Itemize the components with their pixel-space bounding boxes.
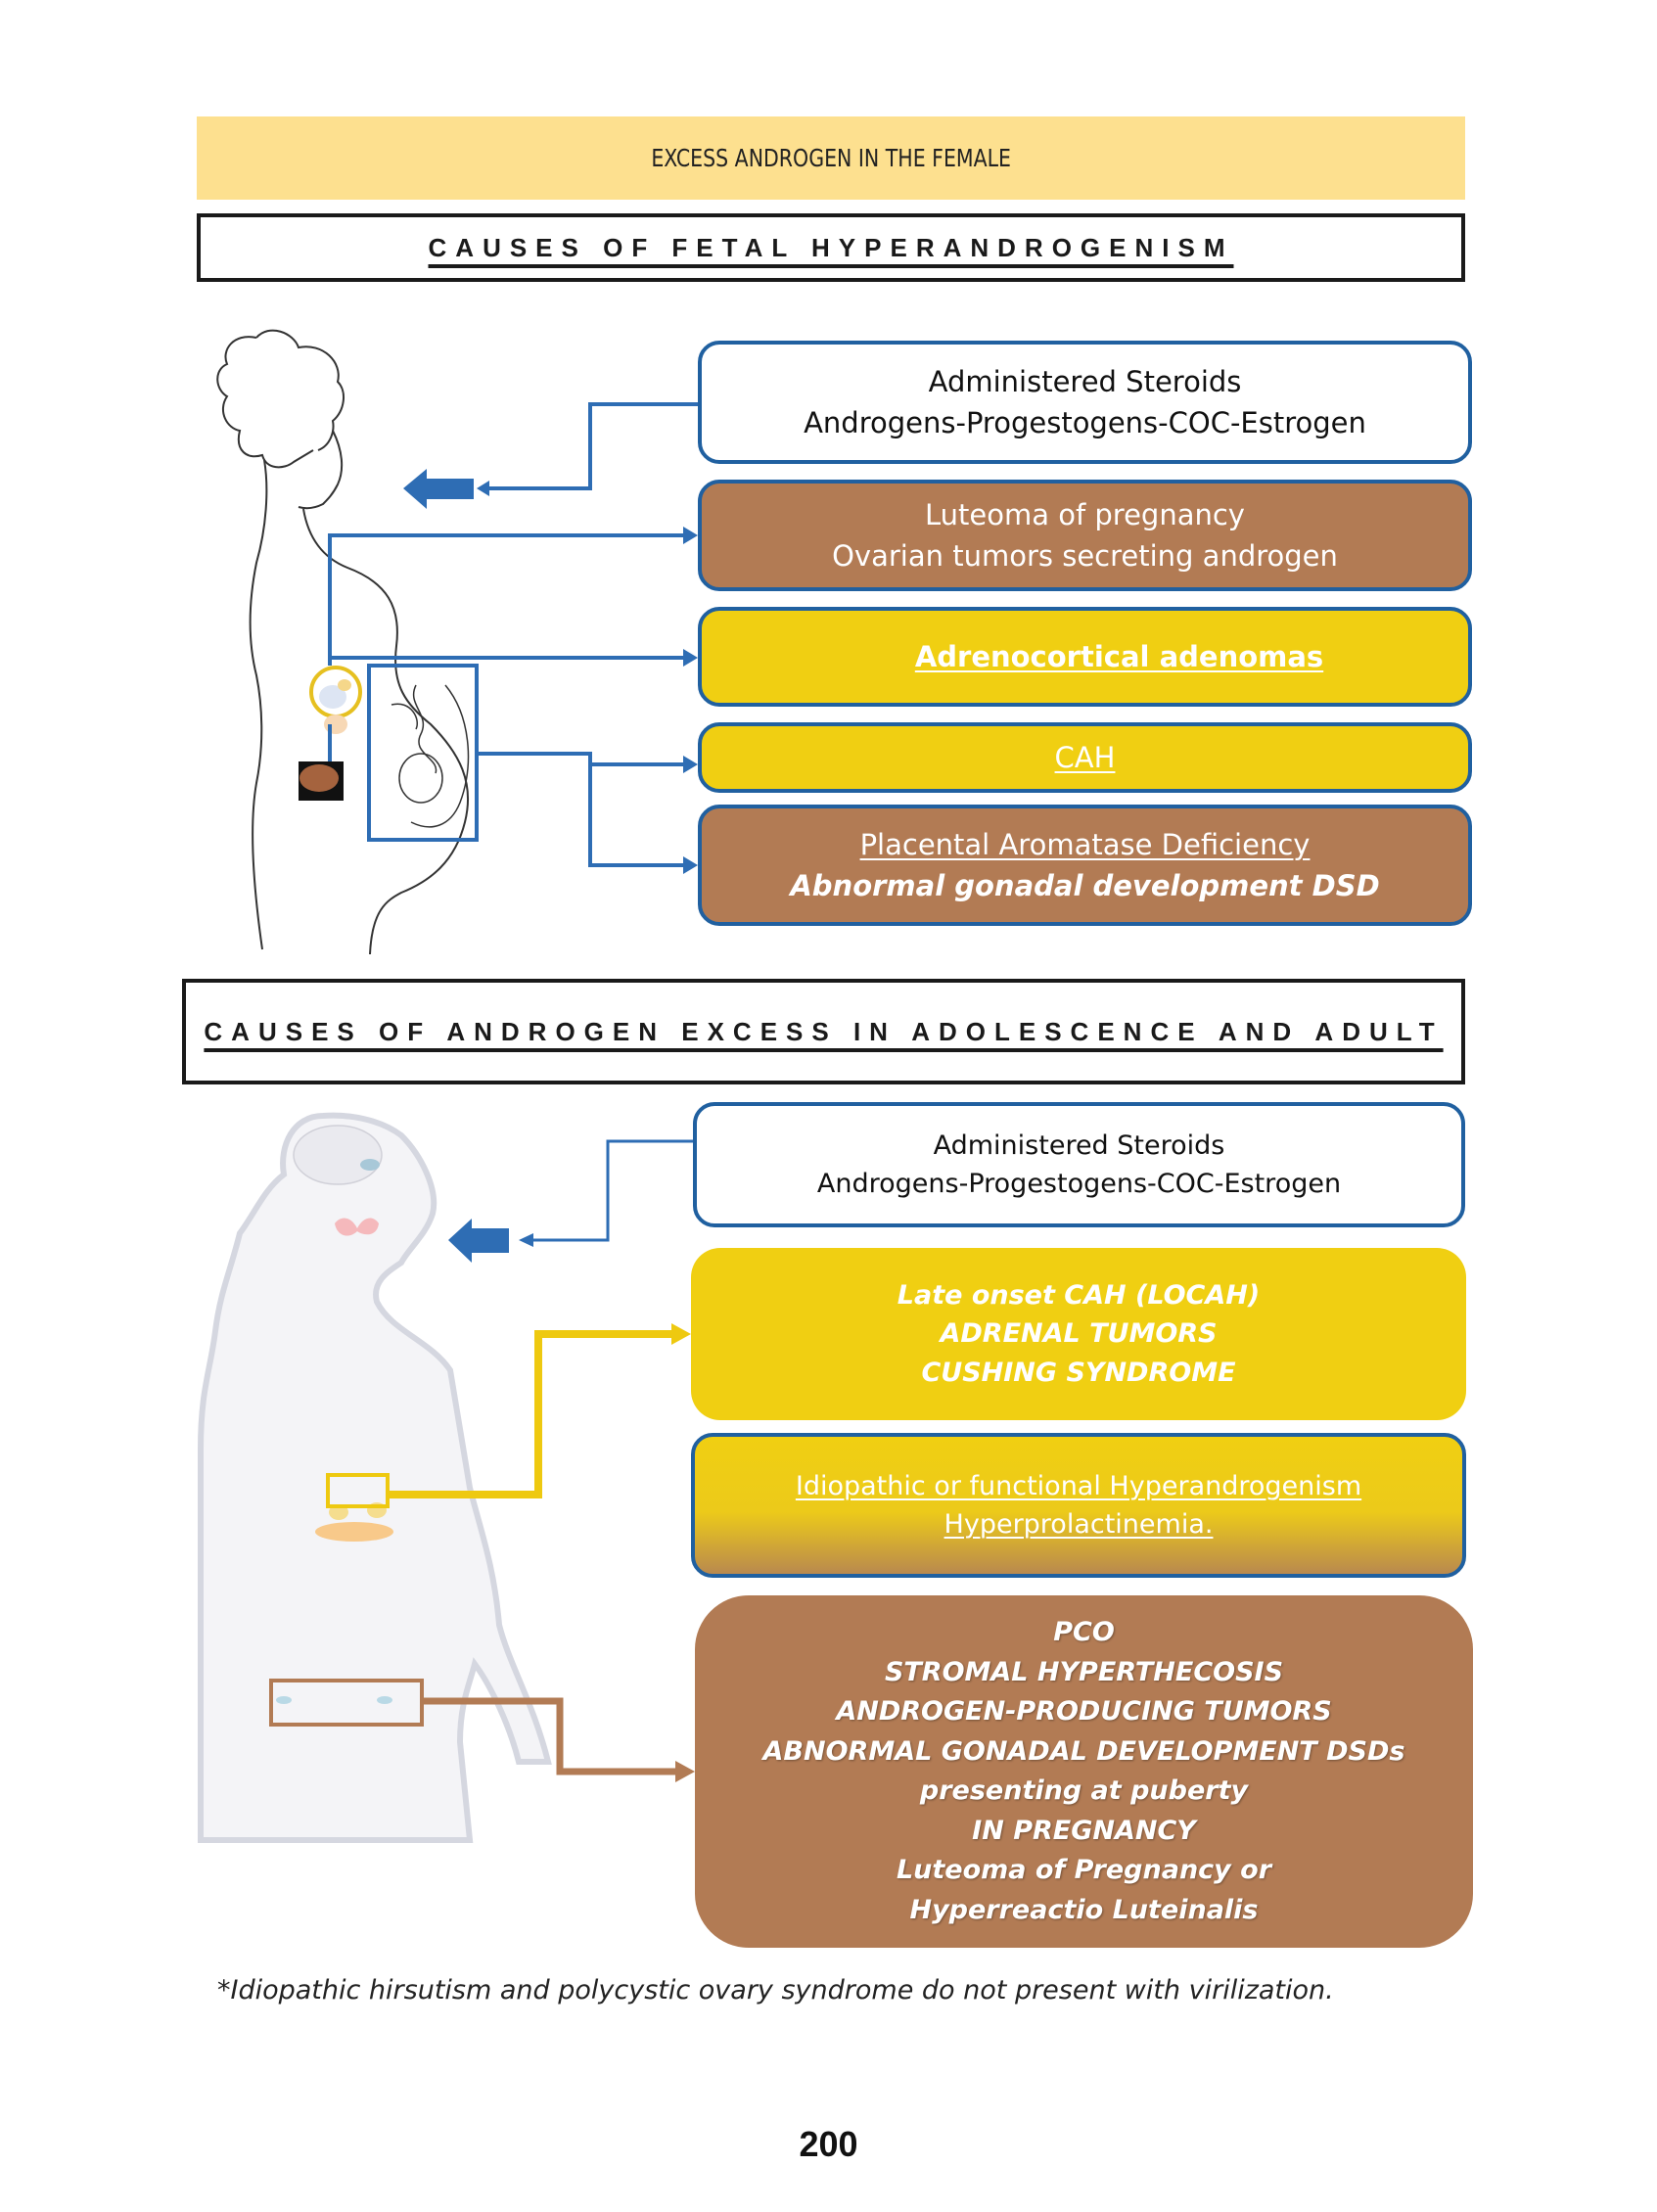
fetal-box-5-line-2: Abnormal gonadal development DSD: [790, 869, 1380, 902]
fetal-box-1-line-2: Androgens-Progestogens-COC-Estrogen: [804, 406, 1366, 439]
fetal-box-1-line-1: Administered Steroids: [928, 364, 1242, 398]
fetal-box-2-line-2: Ovarian tumors secreting androgen: [832, 539, 1338, 573]
adult-box-4-line-3: ANDROGEN-PRODUCING TUMORS: [836, 1696, 1332, 1727]
page-number: 200: [799, 2124, 858, 2164]
adult-box-4-line-6: IN PREGNANCY: [972, 1815, 1196, 1846]
adult-box-2-line-3: CUSHING SYNDROME: [921, 1357, 1236, 1388]
fetal-box-3-line-1: Adrenocortical adenomas: [914, 639, 1324, 673]
banner-title: EXCESS ANDROGEN IN THE FEMALE: [651, 144, 1011, 172]
adult-box-3-line-2: Hyperprolactinemia.: [944, 1509, 1214, 1540]
adult-box-ovarian-causes: PCO STROMAL HYPERTHECOSIS ANDROGEN-PRODU…: [695, 1595, 1473, 1948]
uterus-highlight-box: [367, 664, 479, 842]
fetal-box-placental-aromatase: Placental Aromatase Deficiency Abnormal …: [698, 805, 1472, 926]
fetus-icon: [391, 684, 470, 828]
adult-box-2-line-1: Late onset CAH (LOCAH): [897, 1280, 1261, 1312]
adult-box-4-line-5: presenting at puberty: [919, 1775, 1249, 1806]
adult-box-4-line-8: Hyperreactio Luteinalis: [909, 1894, 1259, 1925]
fetal-box-administered-steroids: Administered Steroids Androgens-Progesto…: [698, 341, 1472, 464]
adult-box-2-line-2: ADRENAL TUMORS: [940, 1318, 1218, 1350]
brain-icon: [293, 1125, 383, 1185]
fetal-box-5-line-1: Placental Aromatase Deficiency: [859, 827, 1311, 861]
adult-box-3-line-1: Idiopathic or functional Hyperandrogenis…: [795, 1470, 1362, 1501]
adult-box-4-line-4: ABNORMAL GONADAL DEVELOPMENT DSDs: [762, 1735, 1405, 1767]
footnote: *Idiopathic hirsutism and polycystic ova…: [217, 1975, 1334, 2005]
adult-box-4-line-2: STROMAL HYPERTHECOSIS: [884, 1656, 1284, 1687]
adult-box-4-line-7: Luteoma of Pregnancy or: [896, 1855, 1272, 1885]
adult-section-title-box: CAUSES OF ANDROGEN EXCESS IN ADOLESCENCE…: [182, 979, 1465, 1084]
fetal-connectors: [328, 402, 698, 867]
adult-box-4-line-1: PCO: [1053, 1617, 1115, 1647]
fetal-box-adrenocortical: Adrenocortical adenomas: [698, 607, 1472, 707]
thyroid-icon: [335, 1218, 379, 1236]
adult-section-title: CAUSES OF ANDROGEN EXCESS IN ADOLESCENCE…: [204, 1016, 1444, 1046]
adult-steroid-connector: [530, 1139, 693, 1242]
pregnant-woman-silhouette: [216, 329, 470, 955]
adult-box-adrenal: Late onset CAH (LOCAH) ADRENAL TUMORS CU…: [691, 1248, 1466, 1420]
adult-steroid-arrow-icon: [448, 1219, 509, 1263]
adult-box-idiopathic: Idiopathic or functional Hyperandrogenis…: [691, 1433, 1466, 1578]
fetal-box-2-line-1: Luteoma of pregnancy: [925, 497, 1245, 531]
steroid-arrow-icon: [403, 469, 474, 509]
ovary-connector: [422, 1697, 675, 1775]
fetal-section-title-box: CAUSES OF FETAL HYPERANDROGENISM: [197, 213, 1465, 282]
adult-box-1-line-1: Administered Steroids: [933, 1129, 1225, 1161]
fetal-section-title: CAUSES OF FETAL HYPERANDROGENISM: [428, 232, 1234, 262]
adult-box-administered-steroids: Administered Steroids Androgens-Progesto…: [693, 1102, 1465, 1227]
fetal-box-luteoma: Luteoma of pregnancy Ovarian tumors secr…: [698, 480, 1472, 591]
fetal-box-4-line-1: CAH: [1054, 740, 1116, 774]
fetal-box-cah: CAH: [698, 722, 1472, 793]
header-banner: EXCESS ANDROGEN IN THE FEMALE: [197, 116, 1465, 200]
fetal-arrowheads: [477, 481, 698, 874]
adult-box-1-line-2: Androgens-Progestogens-COC-Estrogen: [816, 1169, 1342, 1199]
adrenal-connector: [388, 1330, 675, 1498]
female-body-silhouette: [198, 1112, 552, 1843]
